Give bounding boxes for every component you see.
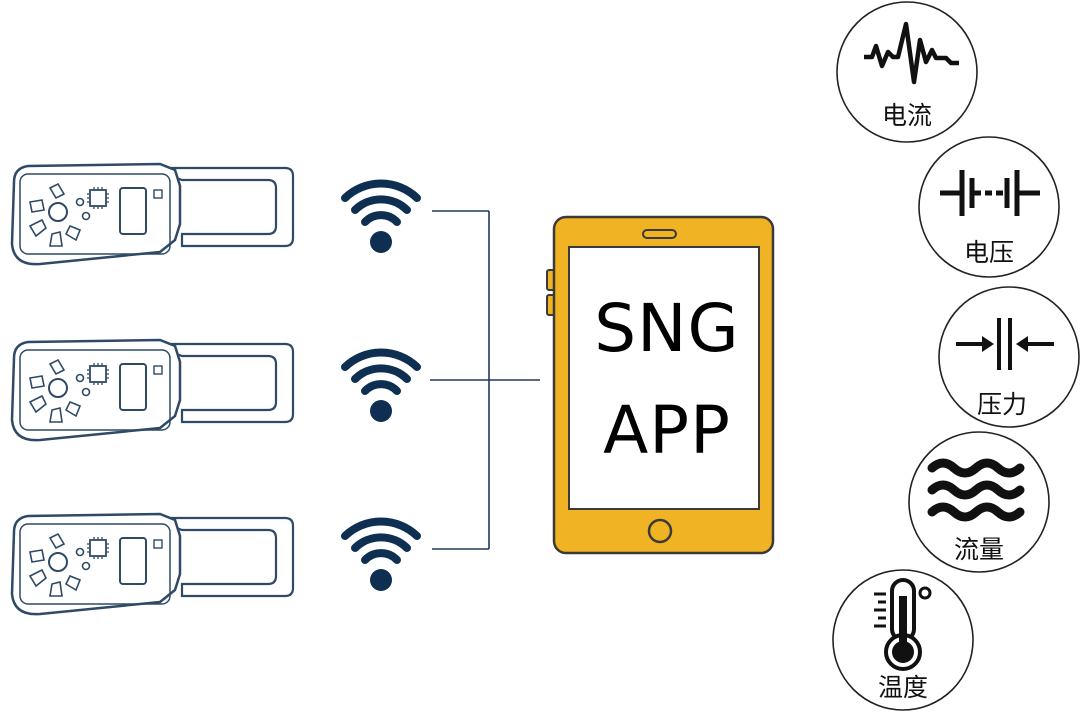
- wifi-icon: [345, 353, 417, 422]
- wifi-icon: [345, 522, 417, 591]
- clamp-meter-icon: [10, 162, 295, 266]
- flow-waves-icon: [927, 458, 1025, 522]
- sensor-label-flow: 流量: [953, 535, 1004, 564]
- sensor-label-temperature: 温度: [877, 673, 928, 702]
- sensor-label-voltage: 电压: [963, 238, 1014, 267]
- app-name-line2: APP: [603, 392, 731, 469]
- voltage-battery-icon: [940, 170, 1040, 216]
- current-waveform-icon: [864, 21, 959, 85]
- wifi-icon: [345, 184, 417, 253]
- clamp-meter-icon: [10, 512, 295, 616]
- app-name-line1: SNG: [594, 290, 740, 367]
- sensor-label-current: 电流: [881, 101, 932, 130]
- connector-lines: [430, 210, 540, 550]
- sensor-label-pressure: 压力: [976, 390, 1027, 419]
- pressure-arrows-icon: [956, 318, 1054, 370]
- tablet-icon: [546, 215, 775, 555]
- clamp-meter-icon: [10, 338, 295, 442]
- sensor-circle-voltage: [918, 136, 1060, 278]
- thermometer-icon: [874, 578, 932, 671]
- sensor-circle-current: [836, 1, 978, 143]
